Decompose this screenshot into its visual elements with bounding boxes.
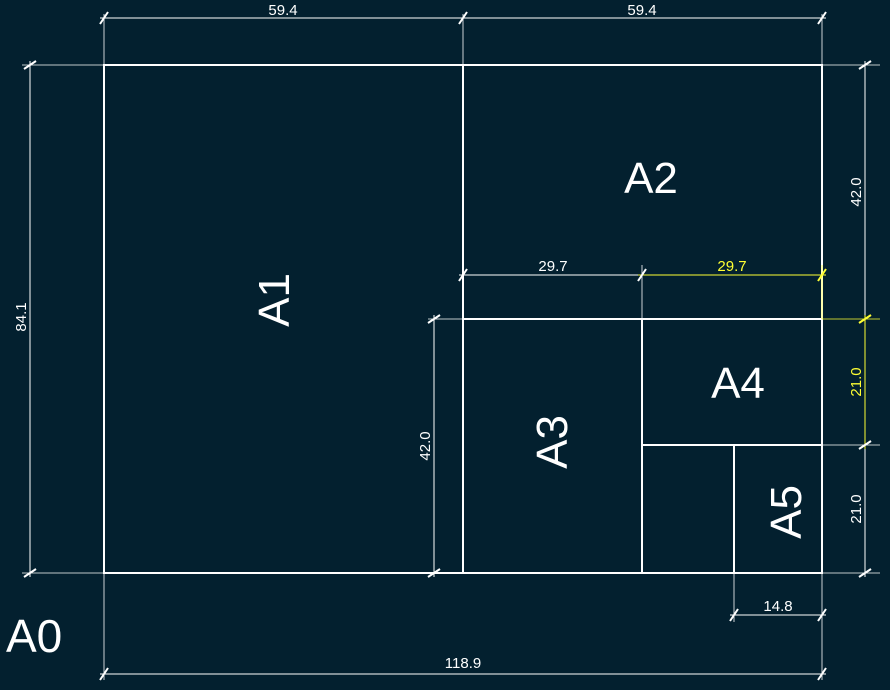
highlight-dimension-lines <box>638 274 866 449</box>
sheet-label-a3: A3 <box>528 415 577 469</box>
extension-lines <box>22 14 880 680</box>
dimension-lines <box>29 17 866 675</box>
dim-label-a0-width: 118.9 <box>445 655 481 672</box>
tick-marks <box>23 11 872 681</box>
highlight-tick-marks <box>817 268 872 324</box>
dim-label-a4-width: 29.7 <box>717 258 746 275</box>
dim-label-a5-width: 14.8 <box>763 598 792 615</box>
diagram-title: A0 <box>6 610 62 662</box>
highlight-extension-lines <box>821 265 880 320</box>
sheet-label-a1: A1 <box>250 273 299 327</box>
dim-label-top-right: 59.4 <box>627 2 656 19</box>
dim-label-top-left: 59.4 <box>268 2 297 19</box>
sheet-label-a4: A4 <box>711 359 765 408</box>
dim-label-a0-height: 84.1 <box>13 302 30 331</box>
sheet-label-a5: A5 <box>762 485 811 539</box>
dim-label-a4-height: 21.0 <box>848 367 865 396</box>
sheet-label-a2: A2 <box>624 154 678 203</box>
dim-label-a3-width: 29.7 <box>538 258 567 275</box>
dim-label-a5-height: 21.0 <box>848 494 865 523</box>
dim-label-a3-height: 42.0 <box>417 431 434 460</box>
dim-label-a2-height: 42.0 <box>848 177 865 206</box>
